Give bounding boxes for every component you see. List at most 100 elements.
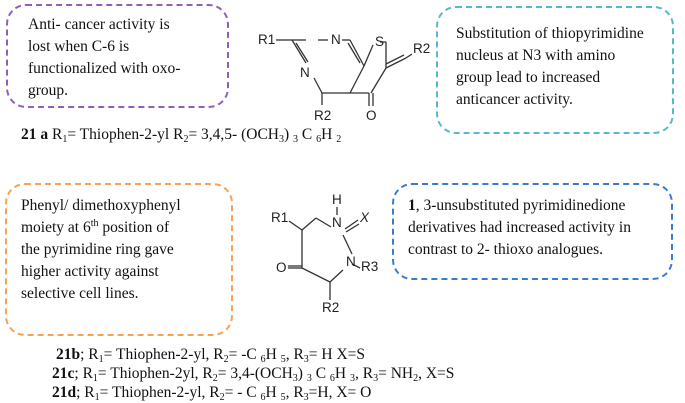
caption-subscript: 5 <box>280 354 286 365</box>
bond <box>347 42 361 64</box>
caption-subscript: 2 <box>223 354 229 365</box>
compound-id: 21d <box>52 384 77 401</box>
box-text-line: derivatives had increased activity in <box>408 219 631 236</box>
caption-text: = 3,4,5- (OCH <box>188 126 279 143</box>
compound-caption-21d: 21d; R1= Thiophen-2-yl, R2= - C 6H 5, R3… <box>52 383 372 403</box>
atom-label: O <box>276 260 287 275</box>
box-text-line: group lead to increased <box>456 69 601 86</box>
bond <box>315 217 332 228</box>
caption-text: ; R <box>80 346 99 363</box>
bond <box>301 267 331 283</box>
caption-text: H <box>321 126 337 143</box>
caption-text: ; R <box>76 384 95 401</box>
bond <box>351 263 361 269</box>
caption-subscript: 2 <box>336 134 342 145</box>
caption-subscript: 6 <box>260 354 266 365</box>
structure-thienopyrimidine: R1 N S N R2 O R2 <box>258 32 430 123</box>
caption-subscript: 1 <box>94 392 100 403</box>
caption-text: = - C <box>224 384 261 401</box>
annotation-box-oxo-group: Anti- cancer activity is lost when C-6 i… <box>6 4 229 108</box>
bond <box>385 54 405 65</box>
atom-label: N <box>331 32 341 47</box>
caption-subscript: 3 <box>278 134 284 145</box>
caption-subscript: 3 <box>303 354 309 365</box>
atom-label: N <box>332 215 342 230</box>
caption-subscript: 3 <box>292 373 298 384</box>
caption-text: H <box>334 365 350 382</box>
box-text-line: Phenyl/ dimethoxyphenyl <box>21 197 181 214</box>
box-text-line: selective cell lines. <box>21 285 139 302</box>
atom-label: N <box>300 65 310 80</box>
atom-label: N <box>346 254 356 269</box>
box-text-line: higher activity against <box>21 263 159 280</box>
annotation-box-pyrimidinedione: 1, 3-unsubstituted pyrimidinedione deriv… <box>392 183 673 280</box>
bond <box>363 44 374 67</box>
caption-text: , R <box>354 365 374 382</box>
bond <box>385 57 407 69</box>
box-text-line: anticancer activity. <box>456 91 573 108</box>
caption-text: = 3,4-(OCH <box>217 365 293 382</box>
caption-subscript: 5 <box>280 392 286 403</box>
atom-label: S <box>375 34 384 49</box>
box-text-line: Substitution of thiopyrimidine <box>456 25 644 42</box>
annotation-box-amino-substitution: Substitution of thiopyrimidine nucleus a… <box>436 6 674 134</box>
box-text-line: 1, 3-unsubstituted pyrimidinedione <box>408 195 663 217</box>
caption-subscript: 2 <box>219 392 225 403</box>
caption-text: =H, X= O <box>308 384 372 401</box>
bond <box>370 67 387 94</box>
bond <box>329 269 344 283</box>
caption-subscript: 1 <box>92 373 98 384</box>
caption-subscript: 3 <box>349 373 355 384</box>
caption-subscript: 1 <box>62 134 68 145</box>
annotation-box-phenyl-moiety: Phenyl/ dimethoxyphenyl moiety at 6th po… <box>5 183 233 336</box>
caption-subscript: 6 <box>329 373 335 384</box>
atom-label: R1 <box>258 32 275 47</box>
caption-text: C <box>298 126 317 143</box>
box-text-part: position of <box>98 219 170 236</box>
caption-text: R <box>48 126 63 143</box>
superscript: th <box>90 218 99 229</box>
atom-label: O <box>366 108 377 123</box>
atom-label: X <box>359 210 370 225</box>
bond <box>288 220 303 231</box>
bond <box>349 65 365 94</box>
box-text-line: nucleus at N3 with amino <box>456 47 616 64</box>
caption-subscript: 6 <box>316 134 322 145</box>
caption-subscript: 2 <box>212 373 218 384</box>
caption-subscript: 6 <box>260 392 266 403</box>
bond <box>342 234 353 255</box>
box-text-line: group. <box>28 82 69 99</box>
caption-text: C <box>311 365 330 382</box>
box-text-line: lost when C-6 is <box>28 38 130 55</box>
atom-label: R1 <box>271 210 288 225</box>
box-text-part: moiety at 6 <box>21 219 91 236</box>
atom-label: R2 <box>314 108 331 123</box>
box-text-line: the pyrimidine ring gave <box>21 241 174 258</box>
caption-subscript: 1 <box>98 354 104 365</box>
caption-text: = Thiophen-2-yl, R <box>103 346 224 363</box>
caption-subscript: 3 <box>306 373 312 384</box>
caption-text: = Thiophen-2yl, R <box>97 365 213 382</box>
caption-text: = Thiophen-2-yl, R <box>99 384 220 401</box>
caption-text: = NH <box>378 365 414 382</box>
box-text-line: moiety at 6th position of <box>21 217 223 239</box>
caption-text: H <box>265 346 281 363</box>
caption-text: , R <box>285 384 304 401</box>
caption-text: ) <box>283 126 294 143</box>
bond <box>345 223 360 233</box>
atom-label: R3 <box>361 259 378 274</box>
caption-text: = Thiophen-2-yl R <box>67 126 184 143</box>
structure-pyrimidinedione: H N R1 X N R3 O R2 <box>271 192 378 315</box>
compound-caption-21c: 21c; R1= Thiophen-2yl, R2= 3,4-(OCH3) 3 … <box>52 364 454 384</box>
caption-subscript: 3 <box>303 392 309 403</box>
caption-subscript: 3 <box>293 134 299 145</box>
atom-label: H <box>332 192 342 207</box>
box-text-part: , 3-unsubstituted pyrimidinedione <box>415 197 626 214</box>
caption-subscript: 2 <box>183 134 189 145</box>
bond <box>295 42 309 63</box>
caption-text: = -C <box>228 346 261 363</box>
box-text-line: contrast to 2- thioxo analogues. <box>408 241 603 258</box>
compound-id: 21c <box>52 365 75 382</box>
box-text-bold: 1 <box>408 197 416 214</box>
